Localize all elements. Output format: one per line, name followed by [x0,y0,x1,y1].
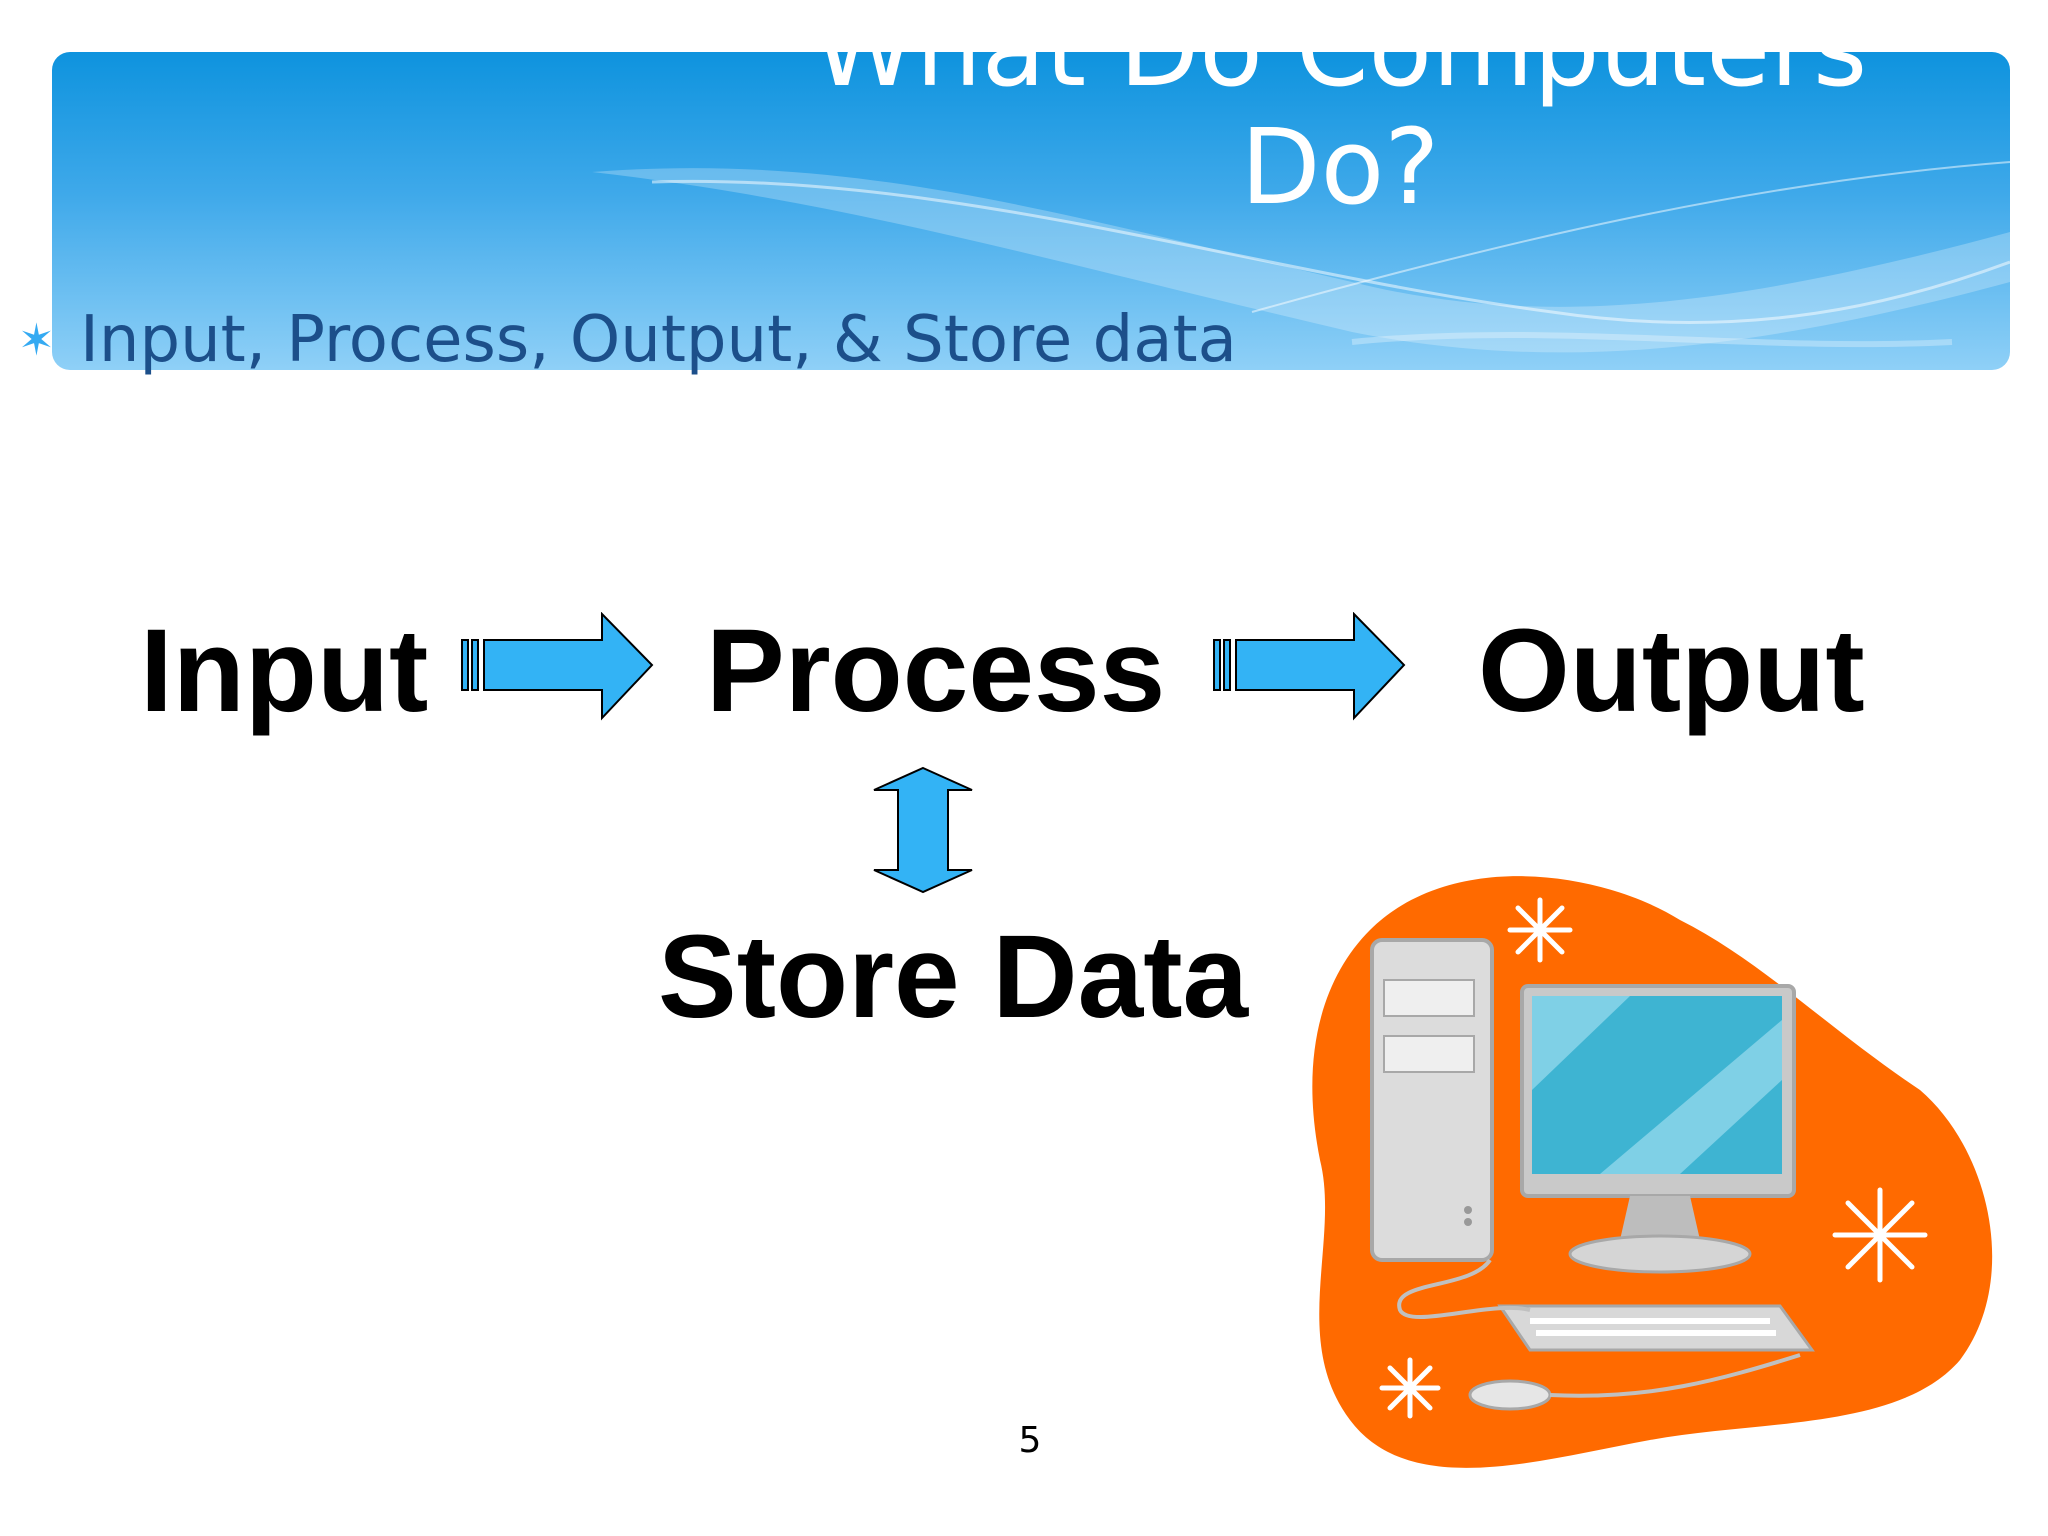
double-arrow-vertical-icon [873,766,973,894]
output-label: Output [1478,605,1865,737]
input-label: Input [140,605,429,737]
arrow-right-icon [461,612,654,721]
process-label: Process [706,605,1166,737]
bullet-text: Input, Process, Output, & Store data [80,303,1237,377]
bullet-item: ✶ Input, Process, Output, & Store data [18,300,1237,380]
title-banner [52,52,2010,370]
banner-wave-decoration [592,161,2010,353]
asterisk-bullet-icon: ✶ [18,314,55,366]
page-number: 5 [1018,1420,1042,1461]
slide-title: What Do Computers Do? [812,0,1868,228]
store-data-label: Store Data [658,911,1249,1043]
desktop-computer-icon [1312,876,1993,1468]
arrow-right-icon [1213,612,1406,721]
